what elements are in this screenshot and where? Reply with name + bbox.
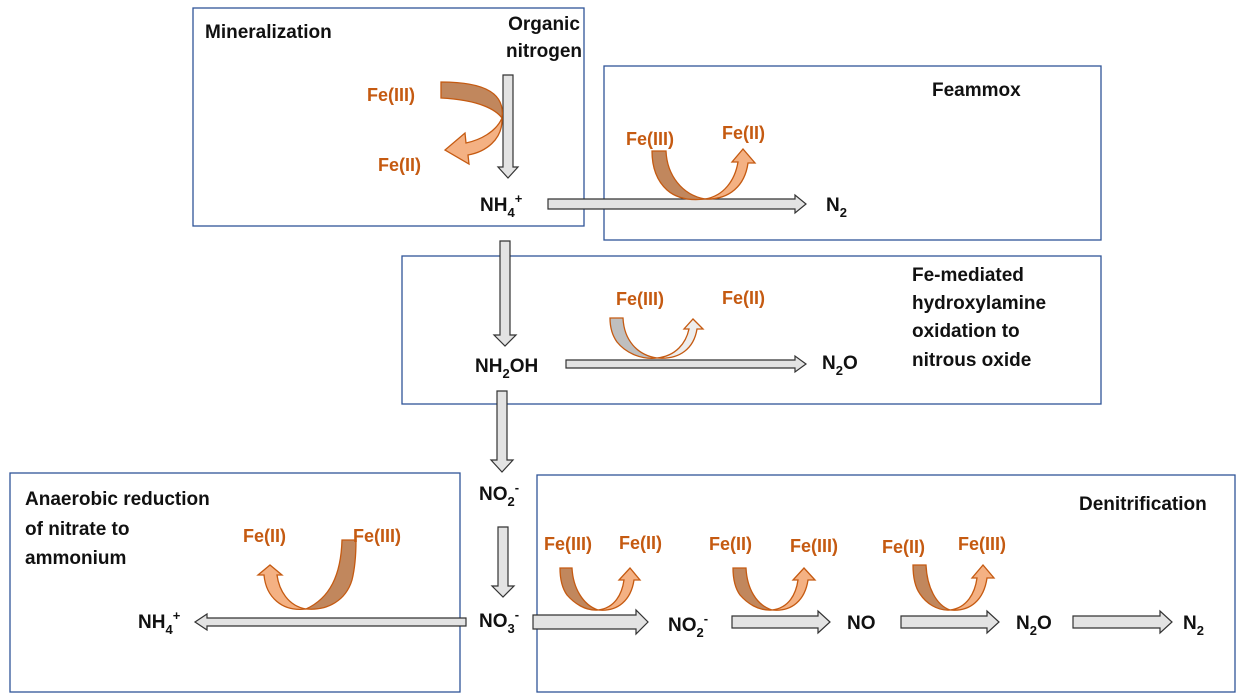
chem-subscript: 4: [165, 622, 173, 637]
chem-base: N: [1183, 613, 1197, 634]
arrow-hydroxylamine-to-n2o: [565, 354, 808, 374]
chem-subscript: 2: [508, 494, 515, 509]
mineralization-fe-in: Fe(III): [367, 85, 415, 105]
n2o-hydroxylamine-label: N2O: [822, 353, 858, 378]
denitrification-box: [536, 474, 1236, 693]
chem-superscript: -: [515, 607, 519, 622]
hydroxylamine-curve-arrowhead: [656, 318, 705, 359]
feammox-fe-in: Fe(III): [626, 129, 674, 149]
hydroxylamine-title: Fe-mediated hydroxylamine oxidation to n…: [912, 265, 1046, 371]
dnra-title: Anaerobic reduction of nitrate to ammoni…: [25, 489, 210, 569]
dnra-title-line: Anaerobic reduction: [25, 489, 210, 510]
hydroxylamine-title-line: Fe-mediated: [912, 265, 1024, 286]
chem-base: NO: [668, 615, 697, 636]
feammox-box: [603, 65, 1102, 241]
chem-subscript: 2: [1030, 623, 1037, 638]
arrow-ammonium-to-hydroxylamine: [492, 240, 518, 347]
feammox-title: Feammox: [932, 80, 1021, 101]
organic-nitrogen-label-line1: Organic: [508, 14, 580, 35]
dnra-title-line: of nitrate to: [25, 519, 130, 540]
chem-superscript: +: [173, 608, 181, 623]
denitrification-curve-arrowhead-1: [597, 567, 642, 611]
chem-tail: O: [843, 353, 858, 374]
nitrite-central-label: NO2-: [479, 480, 519, 509]
dnra-curve-dark: [303, 539, 357, 610]
denitrification-fe-in-1: Fe(III): [544, 534, 592, 554]
chem-subscript: 2: [836, 363, 843, 378]
chem-subscript: 2: [502, 366, 509, 381]
chem-base: NO: [479, 611, 508, 632]
arrow-nitrate-to-nitrite: [532, 608, 649, 636]
chem-subscript: 4: [507, 205, 515, 220]
chem-subscript: 2: [1197, 623, 1204, 638]
arrow-nitrate-to-ammonium: [193, 612, 467, 632]
hydroxylamine-label: NH2OH: [475, 356, 538, 381]
arrow-hydroxylamine-to-nitrite: [489, 390, 515, 473]
hydroxylamine-title-line: hydroxylamine: [912, 293, 1046, 314]
n2-denitrification-label: N2: [1183, 613, 1204, 638]
denitrification-curve-dark-3: [912, 564, 951, 611]
chem-tail: OH: [510, 356, 539, 377]
organic-nitrogen-label-line2: nitrogen: [506, 41, 582, 62]
n2o-denitrification-label: N2O: [1016, 613, 1052, 638]
hydroxylamine-title-line: nitrous oxide: [912, 350, 1031, 371]
n2-feammox-label: N2: [826, 195, 847, 220]
dnra-box: [9, 472, 461, 693]
chem-base: NH: [480, 195, 507, 216]
hydroxylamine-fe-in: Fe(III): [616, 289, 664, 309]
denitrification-title: Denitrification: [1079, 494, 1207, 515]
mineralization-fe-out: Fe(II): [378, 155, 421, 175]
denitrification-curve-arrowhead-2: [771, 567, 817, 611]
chem-superscript: -: [515, 480, 519, 495]
denitrification-curve-dark-1: [559, 567, 599, 611]
denitrification-curve-dark-2: [732, 567, 773, 611]
chem-base: N: [822, 353, 836, 374]
dnra-fe-left: Fe(II): [243, 526, 286, 546]
mineralization-title: Mineralization: [205, 22, 332, 43]
no-label: NO: [847, 613, 876, 634]
denitrification-fe-in-3: Fe(II): [882, 537, 925, 557]
denitrification-curve-arrowhead-3: [949, 563, 996, 611]
denitrification-fe-out-2: Fe(III): [790, 536, 838, 556]
arrow-ammonium-to-n2: [547, 193, 807, 215]
arrow-n2o-to-n2: [1072, 609, 1173, 635]
dnra-fe-right: Fe(III): [353, 526, 401, 546]
arrow-no-to-n2o: [900, 609, 1000, 635]
arrow-organic-n-to-ammonium: [496, 74, 520, 179]
feammox-fe-out: Fe(II): [722, 123, 765, 143]
chem-base: NH: [138, 612, 165, 633]
denitrification-fe-out-1: Fe(II): [619, 533, 662, 553]
dnra-title-line: ammonium: [25, 548, 126, 569]
fe-curve-arrowhead-part: [443, 117, 503, 166]
chem-base: NO: [479, 484, 508, 505]
chem-base: N: [1016, 613, 1030, 634]
feammox-curve-arrowhead: [704, 147, 757, 200]
dnra-curve-arrowhead: [256, 564, 307, 610]
hydroxylamine-curve-dark: [609, 317, 658, 359]
hydroxylamine-title-line: oxidation to: [912, 321, 1020, 342]
hydroxylamine-fe-out: Fe(II): [722, 288, 765, 308]
denitrification-fe-out-3: Fe(III): [958, 534, 1006, 554]
ammonium-dnra-label: NH4+: [138, 608, 181, 637]
chem-base: NH: [475, 356, 502, 377]
feammox-curve-dark: [651, 150, 706, 201]
chem-base: N: [826, 195, 840, 216]
chem-subscript: 2: [840, 205, 847, 220]
ammonium-label: NH4+: [480, 191, 523, 220]
mineralization-box: [192, 7, 585, 227]
chem-superscript: -: [704, 611, 708, 626]
chem-subscript: 3: [508, 621, 515, 636]
nitrite-denitrification-label: NO2-: [668, 611, 708, 640]
chem-superscript: +: [515, 191, 523, 206]
chem-tail: O: [1037, 613, 1052, 634]
chem-base: NO: [847, 613, 876, 634]
chem-subscript: 2: [697, 625, 704, 640]
arrow-nitrite-to-no: [731, 609, 831, 635]
nitrate-central-label: NO3-: [479, 607, 519, 636]
hydroxylamine-oxidation-box: [401, 255, 1102, 405]
denitrification-fe-in-2: Fe(II): [709, 534, 752, 554]
arrow-nitrite-to-nitrate: [490, 526, 516, 598]
